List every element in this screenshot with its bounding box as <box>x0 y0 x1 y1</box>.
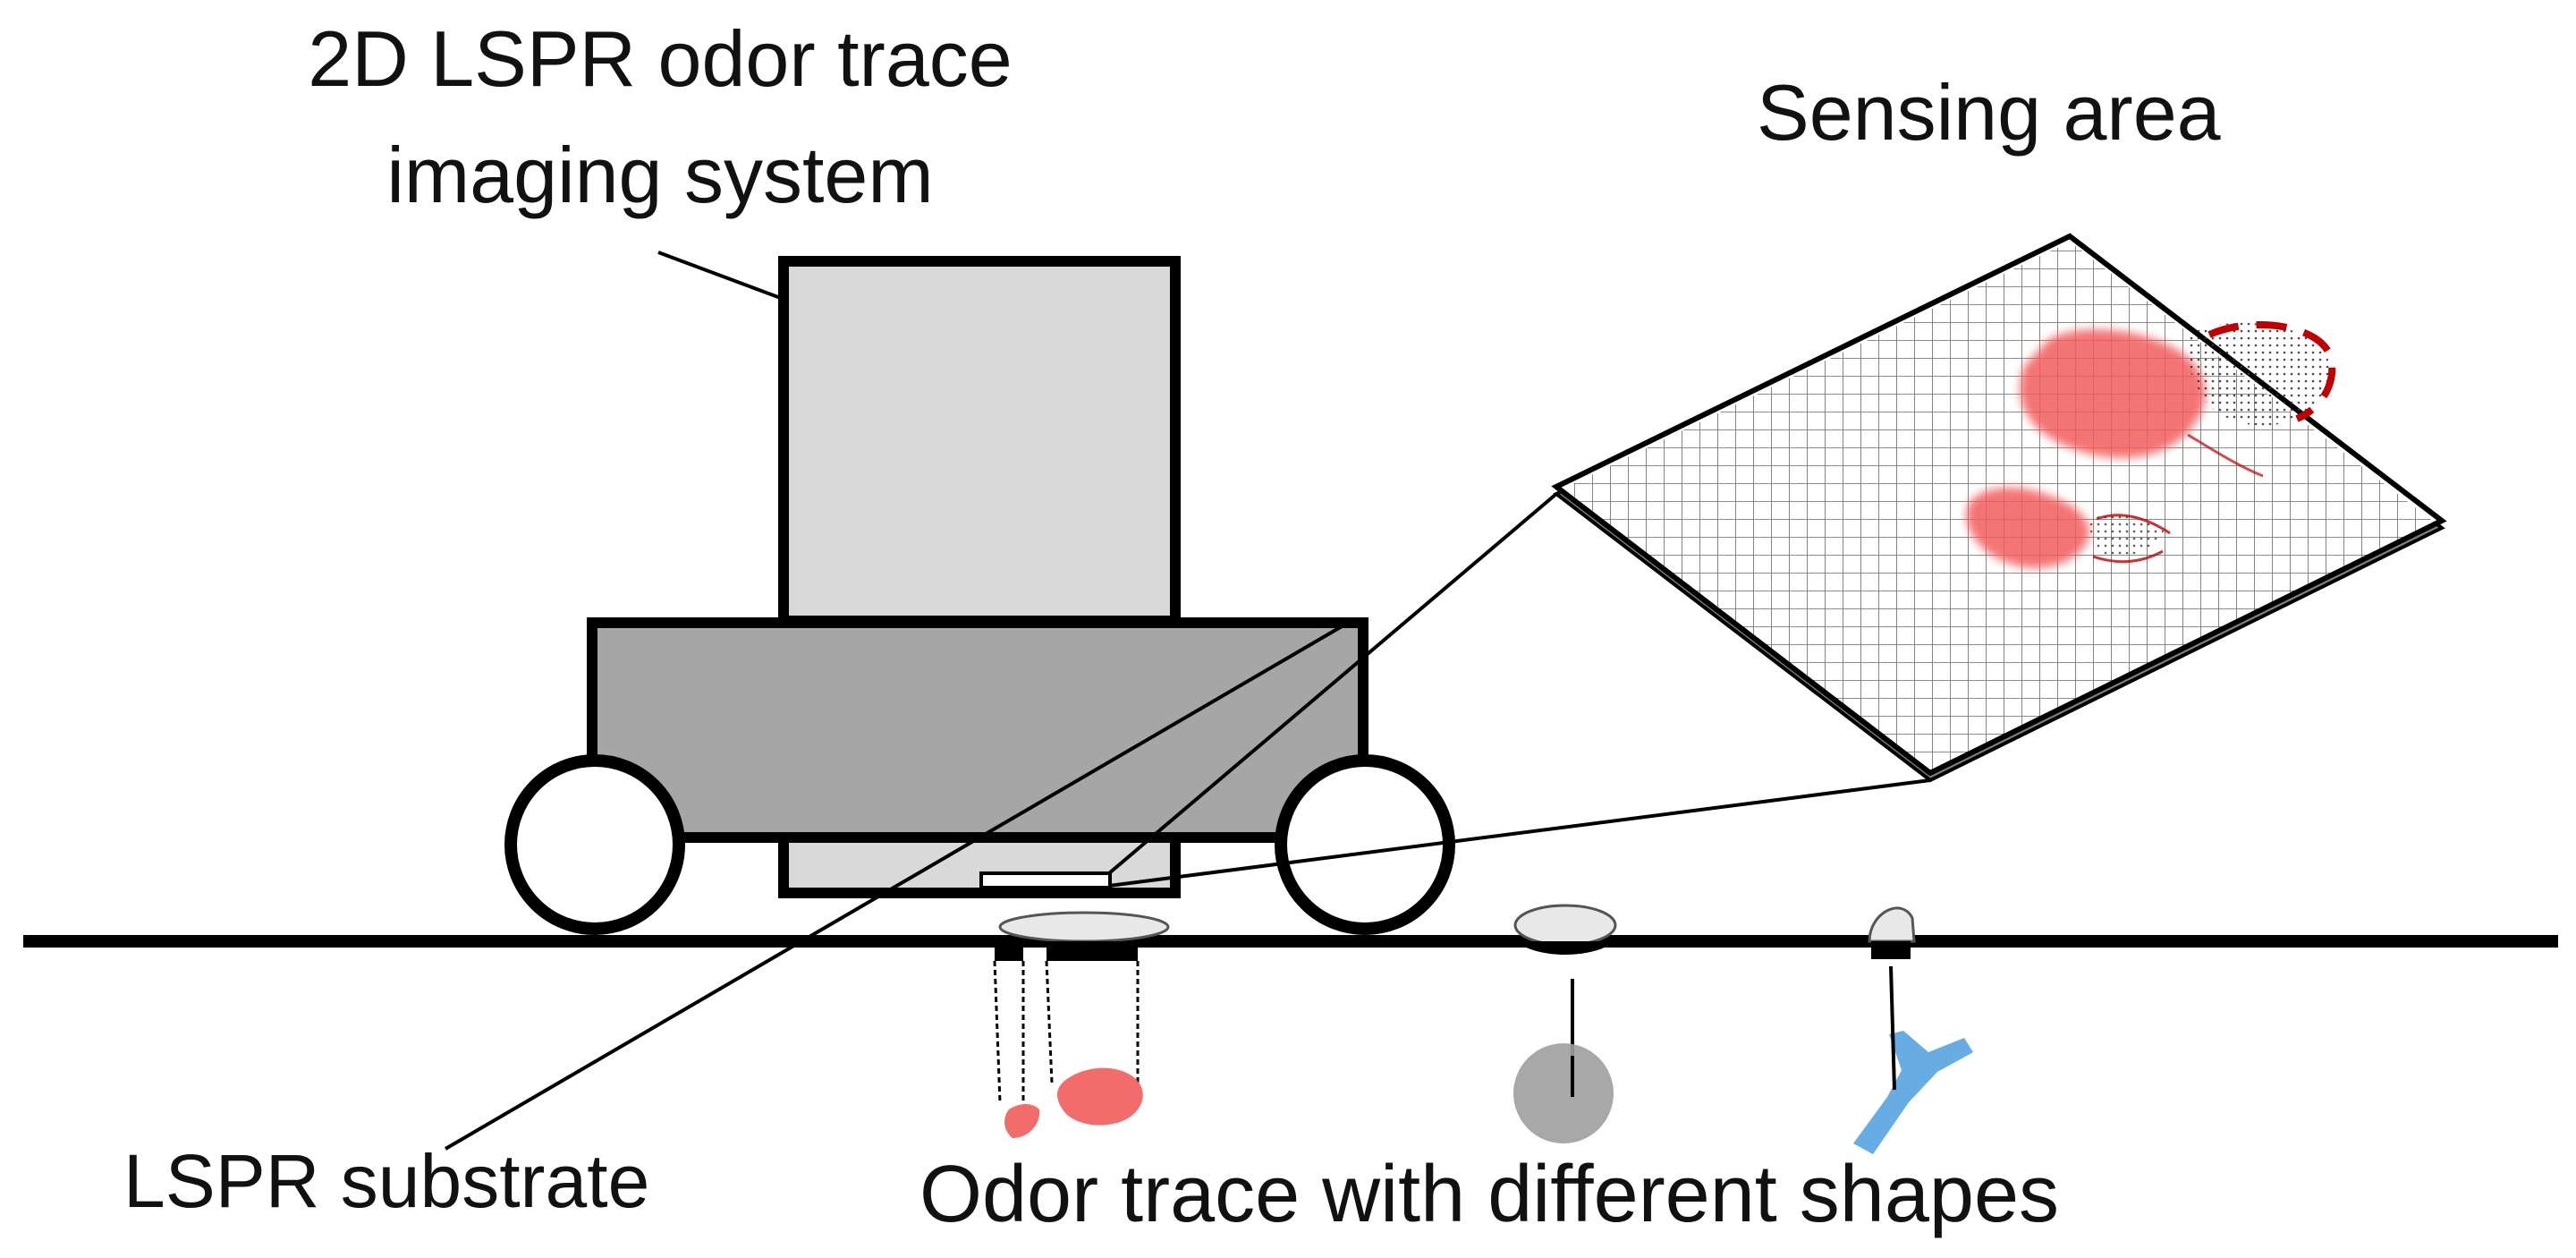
projection-line-bottom <box>1108 778 1931 888</box>
footprint-icon <box>1057 1067 1143 1126</box>
system-title-line1: 2D LSPR odor trace <box>308 14 1013 103</box>
substrate-pointer-line <box>444 617 1356 1151</box>
sensed-footprint-top <box>2020 321 2336 478</box>
system-title-line2: imaging system <box>386 131 934 219</box>
odor-trace-y-shape <box>1853 906 1973 1154</box>
camera-box <box>778 256 1181 626</box>
odor-traces-label: Odor trace with different shapes <box>919 1150 2060 1239</box>
sensed-footprint-bottom <box>1966 488 2171 568</box>
sensing-area-panel <box>1551 233 2447 783</box>
lspr-substrate-plate <box>979 871 1112 889</box>
projection-line-top <box>1107 492 1558 875</box>
vehicle-body <box>587 617 1368 843</box>
lspr-substrate-label: LSPR substrate <box>123 1139 650 1223</box>
right-wheel <box>1275 754 1455 935</box>
left-wheel <box>504 754 685 935</box>
sensing-area-label: Sensing area <box>1757 68 2221 157</box>
circle-icon <box>1513 1043 1614 1143</box>
odor-trace-footprint <box>993 911 1170 1138</box>
odor-trace-circle <box>1513 904 1617 1143</box>
y-shape-icon <box>1853 1031 1973 1154</box>
